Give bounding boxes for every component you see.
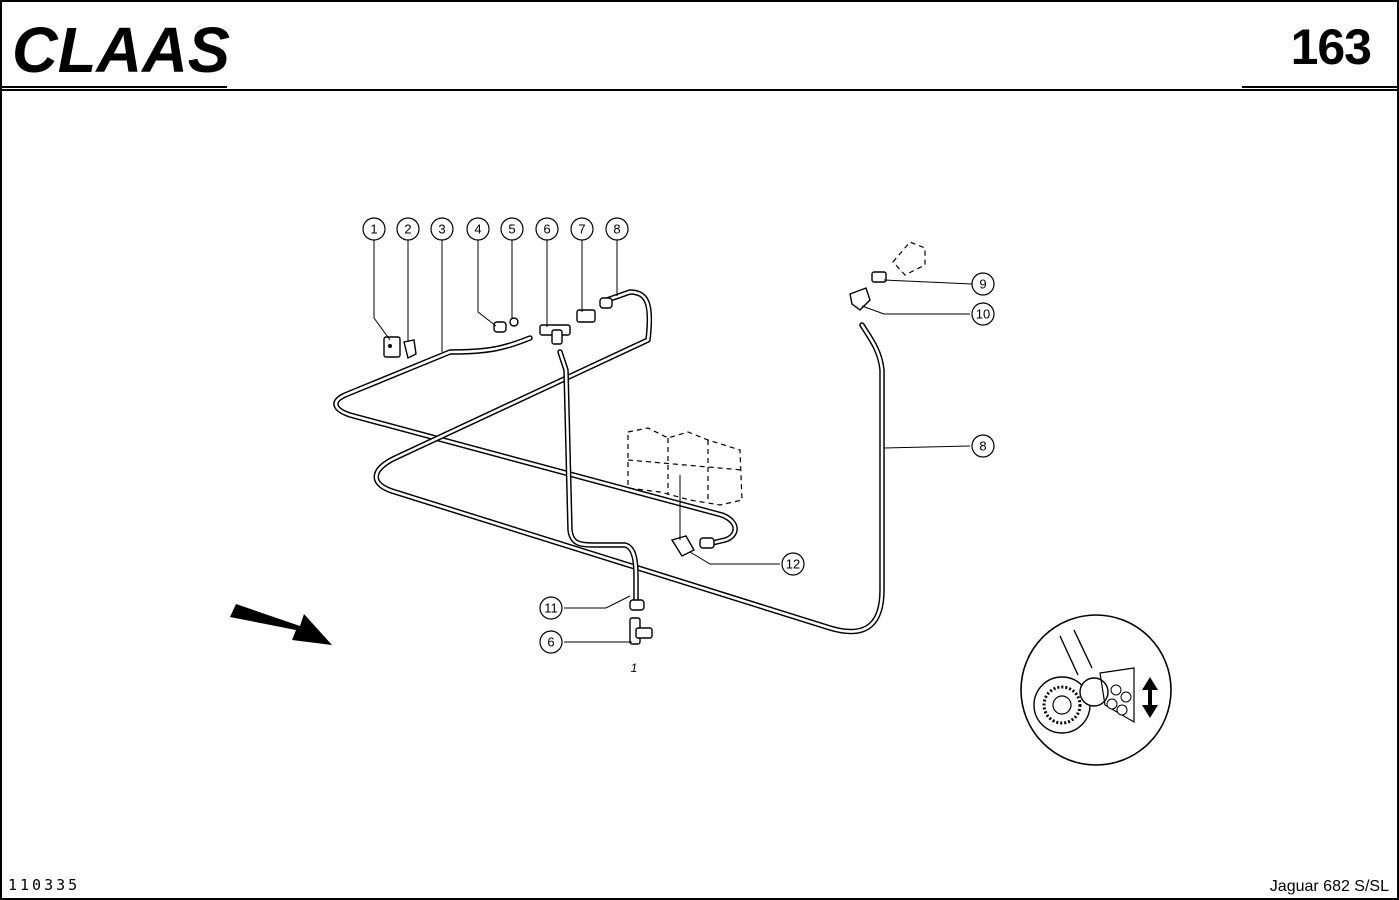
up-down-arrow-icon <box>1142 677 1158 718</box>
pipe-line-c <box>557 349 639 608</box>
callout-10: 10 <box>971 302 995 326</box>
svg-text:8: 8 <box>613 222 620 237</box>
svg-text:1: 1 <box>370 222 377 237</box>
callout-6-upper: 6 <box>535 217 559 241</box>
callout-8-right: 8 <box>971 434 995 458</box>
dashed-component-block <box>627 427 743 540</box>
page-number: 163 <box>1290 19 1372 75</box>
adapter-part-7 <box>576 309 596 323</box>
callout-6-lower: 6 <box>539 630 563 654</box>
nut-part-4 <box>493 321 507 333</box>
pipe-line-b <box>373 289 885 635</box>
header-divider <box>2 89 1397 91</box>
callout-5: 5 <box>500 217 524 241</box>
svg-text:12: 12 <box>786 557 800 572</box>
callout-9: 9 <box>971 272 995 296</box>
position-marker: 1 <box>631 661 638 675</box>
ring-part-5 <box>509 317 519 327</box>
leader-lines <box>373 240 973 643</box>
logo-underline <box>2 86 227 88</box>
callout-3: 3 <box>430 217 454 241</box>
nut-part-8 <box>599 297 613 309</box>
t-fitting-upper <box>539 324 571 345</box>
direction-arrow-icon <box>230 604 332 645</box>
svg-text:10: 10 <box>976 307 990 322</box>
callout-2: 2 <box>396 217 420 241</box>
elbow-part-12 <box>670 535 715 557</box>
callout-7: 7 <box>570 217 594 241</box>
callout-8-upper: 8 <box>605 217 629 241</box>
callout-12: 12 <box>781 552 805 576</box>
svg-text:3: 3 <box>438 222 445 237</box>
bracket-part <box>383 336 417 360</box>
svg-text:11: 11 <box>544 601 558 616</box>
svg-text:9: 9 <box>979 277 986 292</box>
svg-text:7: 7 <box>578 222 585 237</box>
machine-section-icon <box>1020 614 1172 766</box>
svg-text:4: 4 <box>474 222 481 237</box>
document-code: 110335 <box>8 876 81 894</box>
elbow-part-10 <box>849 287 871 311</box>
svg-text:6: 6 <box>543 222 550 237</box>
callout-1: 1 <box>362 217 386 241</box>
pipe-line-a <box>333 335 738 547</box>
page-number-underline <box>1242 86 1397 88</box>
gauge-connector <box>871 241 926 283</box>
machine-model: Jaguar 682 S/SL <box>1269 878 1389 895</box>
claas-logo: CLAAS <box>12 14 230 86</box>
svg-text:6: 6 <box>547 635 554 650</box>
nut-part-11 <box>629 599 645 611</box>
t-fitting-lower <box>629 617 653 645</box>
svg-text:5: 5 <box>508 222 515 237</box>
svg-text:CLAAS: CLAAS <box>12 14 230 86</box>
svg-text:8: 8 <box>979 439 986 454</box>
callout-4: 4 <box>466 217 490 241</box>
callout-11: 11 <box>539 596 563 620</box>
svg-text:2: 2 <box>404 222 411 237</box>
